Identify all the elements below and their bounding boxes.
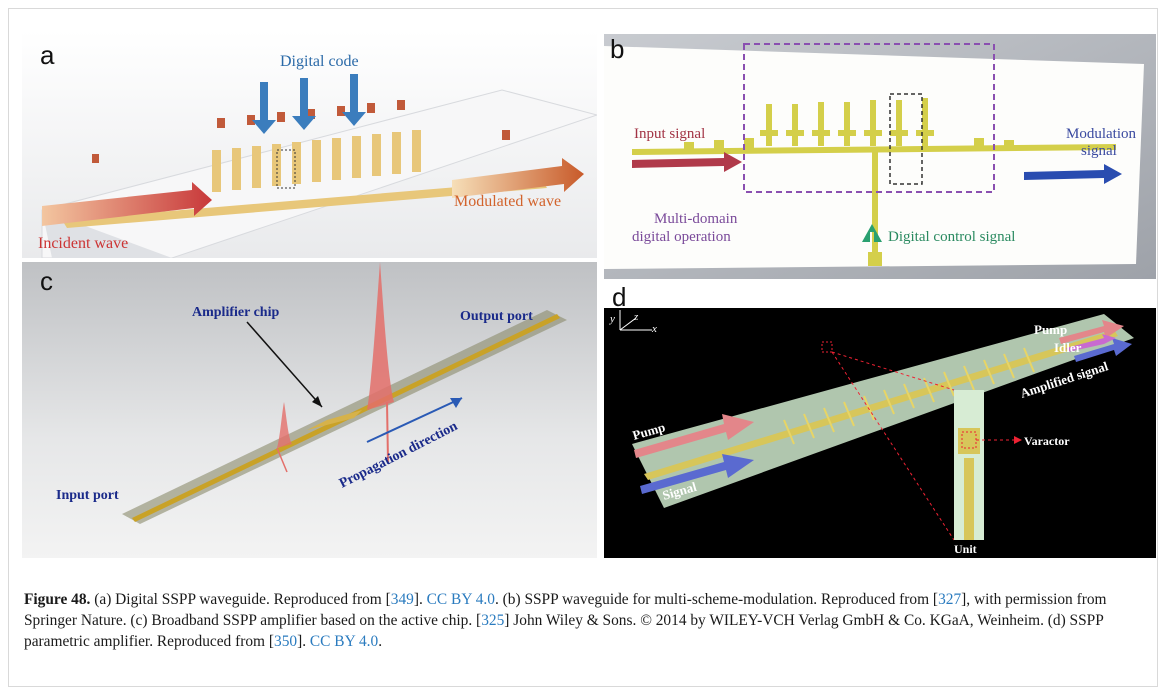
modulation-signal-label-2: signal: [1081, 143, 1117, 159]
panel-c: Amplifier chip Output port Input port Pr…: [22, 262, 597, 558]
input-signal-label: Input signal: [634, 126, 705, 142]
input-port-label: Input port: [56, 488, 119, 503]
ref-325-link[interactable]: 325: [481, 612, 505, 629]
incident-wave-label: Incident wave: [38, 235, 128, 252]
caption-a-text2: ].: [413, 591, 427, 608]
panel-b-illustration: Input signal Modulation signal Multi-dom…: [604, 34, 1156, 279]
modulation-signal-label-1: Modulation: [1066, 126, 1136, 142]
panel-d: y z x Pump Idler Amplified signal Pump S…: [604, 308, 1156, 558]
caption-b-text2: ], with permission from Springer Nature.…: [24, 591, 1107, 629]
output-port-label: Output port: [460, 309, 533, 324]
figure-label: Figure 48.: [24, 591, 91, 608]
pump-top-label: Pump: [1034, 322, 1067, 337]
idler-label: Idler: [1054, 340, 1082, 355]
ref-350-link[interactable]: 350: [274, 633, 298, 650]
panel-b: Input signal Modulation signal Multi-dom…: [604, 34, 1156, 279]
panel-d-illustration: y z x Pump Idler Amplified signal Pump S…: [604, 308, 1156, 558]
caption-a-text: (a) Digital SSPP waveguide. Reproduced f…: [90, 591, 391, 608]
axis-z-label: z: [633, 311, 639, 323]
caption-end: .: [378, 633, 383, 650]
panel-b-label: b: [610, 34, 625, 64]
panel-c-illustration: Amplifier chip Output port Input port Pr…: [22, 262, 597, 558]
modulated-wave-label: Modulated wave: [454, 193, 561, 210]
caption-b-text: . (b) SSPP waveguide for multi-scheme-mo…: [494, 591, 939, 608]
caption-c-text2: ] John Wiley & Sons. © 2014 by WILEY-VCH…: [24, 612, 1104, 650]
panel-c-label: c: [40, 266, 53, 296]
caption-d-text2: ].: [297, 633, 310, 650]
panel-d-label: d: [612, 282, 627, 312]
panel-a: Digital code Incident wave Modulated wav…: [22, 30, 597, 258]
unit-label: Unit: [954, 542, 977, 556]
ref-327-link[interactable]: 327: [938, 591, 962, 608]
license-link-2[interactable]: CC BY 4.0: [309, 633, 379, 650]
amplifier-chip-label: Amplifier chip: [192, 305, 279, 320]
multi-domain-label-1: Multi-domain: [654, 211, 738, 227]
axis-x-label: x: [651, 323, 657, 335]
panel-a-illustration: Digital code Incident wave Modulated wav…: [22, 30, 597, 258]
digital-control-label: Digital control signal: [888, 229, 1015, 245]
varactor-label: Varactor: [1024, 434, 1070, 448]
panel-a-label: a: [40, 40, 55, 70]
axis-y-label: y: [609, 313, 615, 325]
multi-domain-label-2: digital operation: [632, 229, 731, 245]
figure-caption: Figure 48. (a) Digital SSPP waveguide. R…: [24, 589, 1134, 652]
license-link-1[interactable]: CC BY 4.0: [426, 591, 495, 608]
ref-349-link[interactable]: 349: [390, 591, 414, 608]
digital-code-label: Digital code: [280, 53, 359, 70]
